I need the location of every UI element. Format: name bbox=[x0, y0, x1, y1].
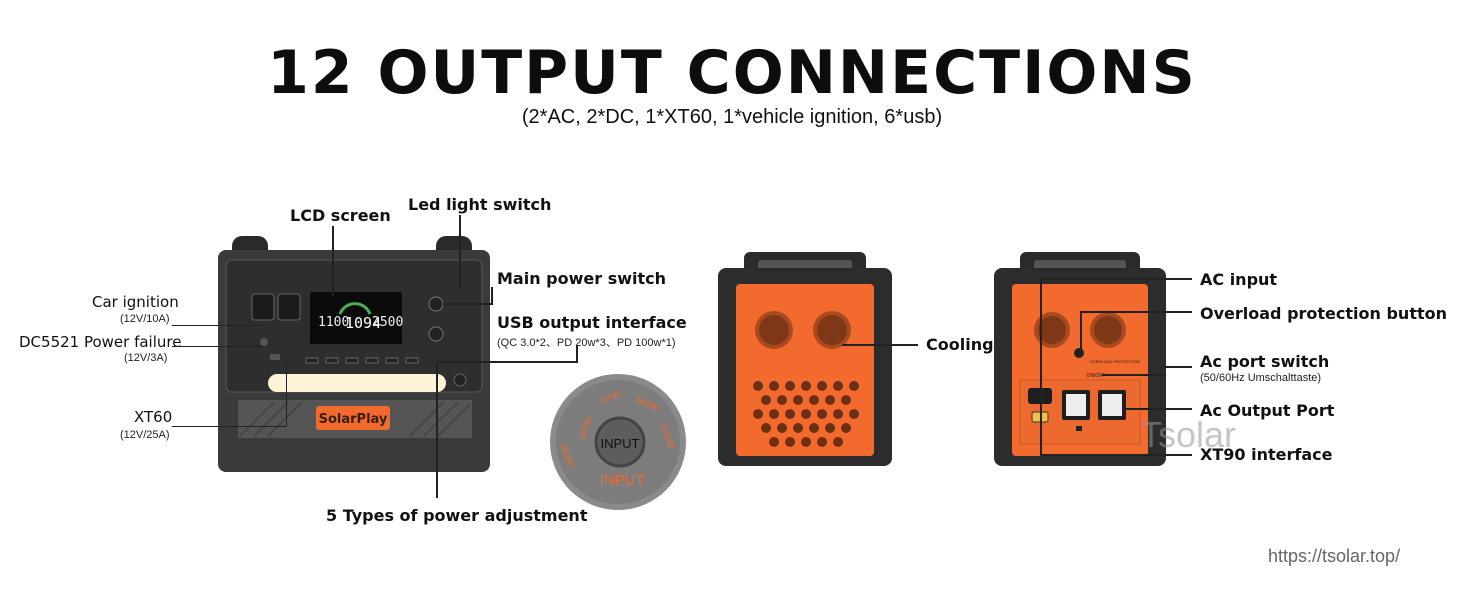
usb-port-row bbox=[305, 357, 419, 364]
label-car-ignition: Car ignition bbox=[92, 293, 179, 311]
label-ac-switch-detail: (50/60Hz Umschalttaste) bbox=[1200, 372, 1322, 384]
leader-line bbox=[172, 346, 264, 347]
lcd-screen bbox=[310, 292, 402, 344]
knob-bottom-text: INPUT bbox=[600, 472, 645, 489]
ac-port-switch bbox=[1076, 426, 1082, 431]
site-url: https://tsolar.top/ bbox=[1268, 546, 1401, 566]
leader-line bbox=[1080, 311, 1192, 313]
side-orange-panel bbox=[736, 284, 874, 456]
leader-line bbox=[1126, 408, 1192, 410]
panel-onoff-text: ON/OFF bbox=[1087, 373, 1106, 379]
knob-center bbox=[594, 416, 646, 468]
honeycomb-vents bbox=[753, 381, 859, 447]
lcd-gauge-icon bbox=[338, 302, 372, 315]
led-light-button bbox=[428, 296, 444, 312]
leader-line bbox=[286, 360, 287, 427]
back-power-station-illustration: OVERLOAD PROTECTION ON/OFF bbox=[994, 252, 1166, 466]
leader-line bbox=[1080, 311, 1082, 353]
leader-line bbox=[332, 226, 334, 296]
label-usb-output-detail: (QC 3.0*2、PD 20w*3、PD 100w*1) bbox=[497, 337, 676, 349]
label-dc5521: DC5521 Power failure bbox=[19, 333, 182, 351]
label-dc5521-spec: (12V/3A) bbox=[124, 352, 168, 364]
xt60-port bbox=[270, 354, 280, 360]
label-overload: Overload protection button bbox=[1200, 304, 1447, 323]
label-ac-switch: Ac port switch bbox=[1200, 352, 1330, 371]
label-ac-output: Ac Output Port bbox=[1200, 401, 1335, 420]
leader-line bbox=[443, 303, 493, 305]
page-title: 12 OUTPUT CONNECTIONS bbox=[267, 38, 1197, 108]
leader-line bbox=[842, 344, 918, 346]
leader-line bbox=[1040, 454, 1192, 456]
led-light-bar bbox=[268, 374, 446, 392]
car-ignition-socket bbox=[251, 293, 275, 321]
label-led-switch: Led light switch bbox=[408, 195, 552, 214]
leader-line bbox=[438, 361, 578, 363]
leader-line bbox=[491, 287, 493, 305]
label-xt90: XT90 interface bbox=[1200, 445, 1333, 464]
lcd-right-value: 2500 bbox=[372, 315, 403, 330]
leader-line bbox=[459, 215, 461, 289]
label-car-ignition-spec: (12V/10A) bbox=[120, 313, 170, 325]
leader-line bbox=[576, 345, 578, 363]
label-main-power-switch: Main power switch bbox=[497, 269, 667, 288]
leader-line bbox=[172, 426, 287, 427]
lcd-left-value: 1100 bbox=[318, 315, 349, 330]
leader-line bbox=[1164, 366, 1192, 368]
lcd-center-value: 1094 bbox=[345, 314, 381, 332]
side-power-station-illustration bbox=[718, 252, 892, 466]
leader-line bbox=[1040, 278, 1042, 456]
ac-socket bbox=[277, 293, 301, 321]
page-subtitle: (2*AC, 2*DC, 1*XT60, 1*vehicle ignition,… bbox=[521, 106, 943, 128]
watermark: Tsolar bbox=[1140, 414, 1237, 455]
overload-button bbox=[1074, 348, 1084, 358]
label-lcd-screen: LCD screen bbox=[290, 206, 391, 225]
front-power-station-illustration: 1100 1094 2500 SolarPlay bbox=[218, 236, 490, 472]
leader-line bbox=[1102, 374, 1166, 376]
label-ac-input: AC input bbox=[1200, 270, 1278, 289]
brand-text: SolarPlay bbox=[319, 412, 388, 427]
label-xt60: XT60 bbox=[134, 408, 173, 426]
brand-badge bbox=[316, 406, 390, 430]
label-cooling: Cooling bbox=[926, 335, 994, 354]
input-knob-illustration: INPUT INPUT 500W 700W 900W 1100W 300W bbox=[550, 374, 686, 510]
leader-line bbox=[172, 325, 262, 326]
leader-line bbox=[436, 362, 438, 498]
leader-line bbox=[1040, 278, 1192, 280]
label-usb-output: USB output interface bbox=[497, 313, 687, 332]
power-adjust-knob bbox=[453, 373, 467, 387]
label-power-adjustment: 5 Types of power adjustment bbox=[326, 506, 588, 525]
main-power-button bbox=[428, 326, 444, 342]
panel-overload-text: OVERLOAD PROTECTION bbox=[1090, 359, 1140, 364]
dc5521-port bbox=[260, 338, 268, 346]
knob-center-text: INPUT bbox=[601, 436, 640, 451]
label-xt60-spec: (12V/25A) bbox=[120, 429, 170, 441]
